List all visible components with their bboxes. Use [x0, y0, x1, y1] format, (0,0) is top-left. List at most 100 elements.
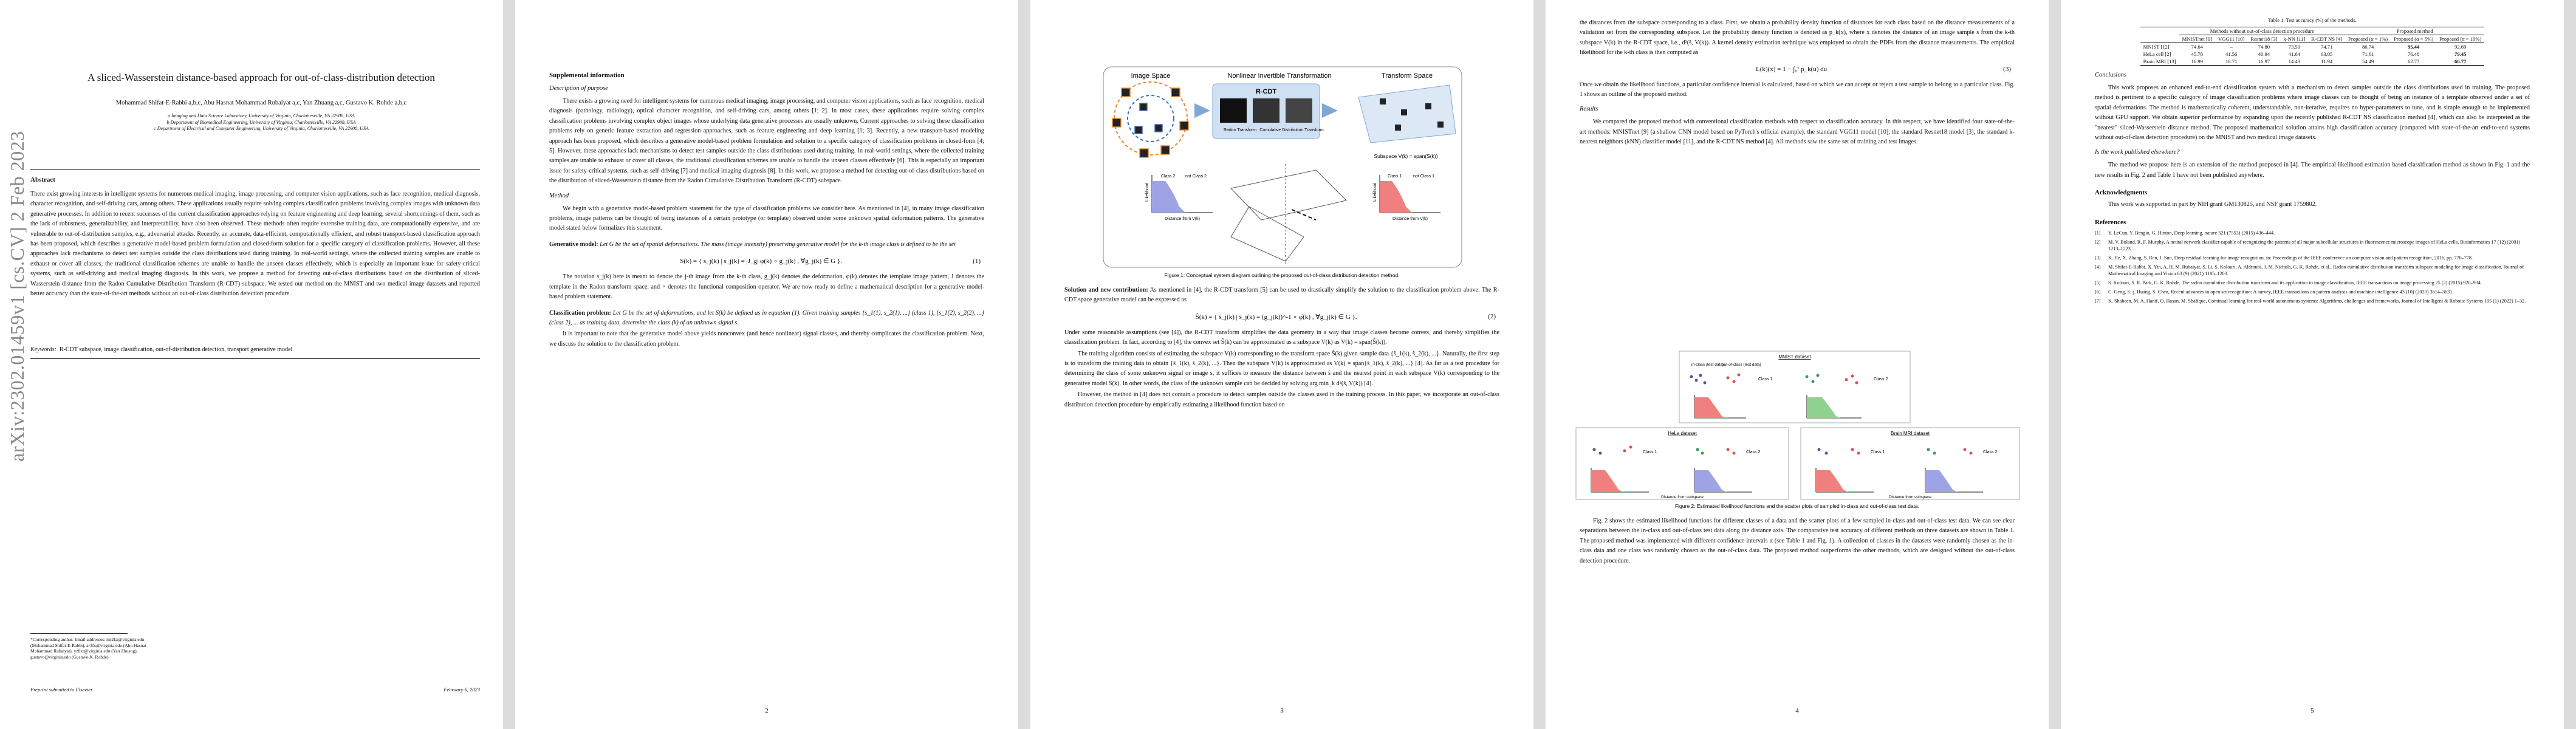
classification-text: Let G be the set of deformations, and le… [549, 309, 985, 326]
sample-image [1380, 98, 1386, 104]
panel-title: Brain MRI dataset [1891, 431, 1930, 436]
likelihood-axis-label: Likelihood [1373, 182, 1377, 202]
keywords-label: Keywords: [30, 346, 57, 353]
solution-paragraph: Solution and new contribution: As mentio… [1064, 286, 1499, 306]
subsection-heading: Conclusions [2095, 72, 2126, 78]
preprint-date: February 6, 2023 [444, 686, 480, 693]
classification-label: Classification problem: [549, 309, 611, 317]
equation-1: S(k) = { s_j(k) | s_j(k) = |J_g| φ(k) ∘ … [549, 257, 984, 265]
reference-text: C. Geng, S.-j. Huang, S. Chen, Recent ad… [2108, 289, 2454, 295]
image-samples [1134, 103, 1163, 134]
table-header: Resnet18 [3] [2250, 36, 2278, 42]
table-cell: 41.56 [2225, 51, 2238, 57]
generative-model-label: Generative model: [549, 241, 598, 248]
page-3: Image Space Nonlinear Invertible Transfo… [1030, 0, 1533, 729]
paragraph: However, the method in [4] does not cont… [1064, 391, 1499, 408]
table-cell: 95.44 [2407, 44, 2420, 50]
reference-number: [5] [2095, 279, 2101, 286]
sample-image [1139, 148, 1149, 158]
out-class-point [1855, 381, 1858, 385]
sample-image [1160, 145, 1170, 155]
transform-space-label: Transform Space [1382, 72, 1433, 80]
class-label: Class 1 [1871, 450, 1885, 454]
subsection-heading: Description of purpose [549, 85, 608, 92]
out-class-legend: out-of-class (test data) [1722, 363, 1761, 367]
page-5: Table 1: Test accuracy (%) of the method… [2061, 0, 2564, 729]
class-label: Class 2 [1983, 450, 1997, 454]
reference-item: [7]K. Shaheen, M. A. Hanif, O. Hasan, M.… [2095, 298, 2530, 304]
sample-image [1121, 87, 1131, 97]
page-4: the distances from the subspace correspo… [1546, 0, 2049, 729]
table-cell: 73.59 [2288, 44, 2301, 50]
page-number: 4 [1795, 707, 1799, 714]
subsection-heading: Results [1580, 106, 1598, 113]
table-header: Proposed (α = 10%) [2439, 36, 2482, 42]
reference-item: [5] S. Kolouri, S. R. Park, G. K. Rohde, … [2095, 279, 2530, 286]
figure-frame [1103, 66, 1462, 268]
figure-1-caption: Figure 1: Conceptual system diagram outl… [1165, 272, 1400, 278]
table-cell: 14.43 [2288, 58, 2301, 64]
out-class-point [1732, 380, 1736, 383]
mnist-scatter [1690, 373, 1741, 385]
table-cell: 18.71 [2225, 58, 2238, 64]
class1-label: Class 1 [1388, 174, 1402, 179]
out-class-point [1969, 451, 1973, 455]
in-class-point [1933, 451, 1936, 455]
equation-2-body: Ŝ(k) = { ŝ_j(k) | ŝ_j(k) = (g_j(k))^-1 ∘… [1195, 313, 1357, 321]
reference-text: S. Kolouri, S. R. Park, G. K. Rohde, The… [2108, 279, 2482, 286]
table-cell: 86.74 [2362, 44, 2374, 50]
table-header: Proposed (α = 1%) [2348, 36, 2388, 42]
out-class-point [1851, 374, 1854, 378]
reference-number: [1] [2095, 230, 2101, 236]
table-cell: Brain MRI [13] [2143, 58, 2176, 64]
table-cell: 41.64 [2288, 51, 2301, 57]
panel-title: HeLa dataset [1668, 431, 1697, 436]
abstract-heading: Abstract [30, 176, 55, 183]
abstract-text: There exist growing interests in intelli… [30, 191, 480, 298]
sample-image [1425, 103, 1431, 109]
in-class-point [1696, 448, 1699, 451]
rcdt-label: R-CDT [1256, 88, 1276, 95]
page-2: Supplemental information Description of … [515, 0, 1018, 729]
reference-text: Y. LeCun, Y. Bengio, G. Hinton, Deep lea… [2108, 230, 2275, 236]
paragraph: This work was supported in part by NIH g… [2108, 201, 2317, 208]
class-label: Class 2 [1746, 450, 1760, 454]
image-samples [1112, 87, 1189, 158]
footnote-rule [30, 633, 128, 634]
table-header [2140, 35, 2179, 43]
likelihood-curve [1380, 181, 1412, 213]
sample-image [1134, 126, 1143, 134]
page-4-lower: Fig. 2 shows the estimated likelihood fu… [1580, 516, 2015, 567]
not-class2-label: not Class 2 [1185, 174, 1207, 179]
distance-line [1291, 209, 1317, 221]
likelihood-curve [1807, 397, 1841, 418]
reference-item: [2]M. V. Boland, R. F. Murphy, A neural … [2095, 239, 2530, 252]
out-class-point [1857, 451, 1860, 455]
reference-number: [6] [2095, 289, 2101, 295]
page-number: 3 [1280, 707, 1284, 714]
table-cell: 74.64 [2191, 44, 2203, 50]
likelihood-curve [1816, 470, 1848, 492]
equation-3: L(k)(x) = 1 − ∫₀ˣ p_k(u) du(3) [1580, 66, 2015, 73]
likelihood-curve [1694, 470, 1727, 492]
out-class-point [1963, 448, 1967, 451]
in-class-legend: in-class (test data) [1691, 363, 1724, 367]
class-label: Class 1 [1643, 450, 1657, 454]
paragraph: There exists a growing need for intellig… [549, 98, 984, 185]
in-class-point [1824, 451, 1828, 455]
subsection-heading: Is the work published elsewhere? [2095, 149, 2180, 156]
in-class-point [1817, 448, 1821, 451]
affiliation-a: a Imaging and Data Science Laboratory, U… [168, 113, 355, 118]
table-cell: – [2230, 44, 2233, 50]
likelihood-curve [1694, 397, 1727, 418]
sample-image [1179, 121, 1189, 131]
table-group-header: Proposed method [2345, 27, 2485, 35]
table-cell: 63.05 [2321, 51, 2333, 57]
reference-item: [3]K. He, X. Zhang, S. Ren, J. Sun, Deep… [2095, 255, 2530, 261]
reference-text: K. He, X. Zhang, S. Ren, J. Sun, Deep re… [2108, 255, 2473, 261]
arxiv-stamp: arXiv:2302.01459v1 [cs.CV] 2 Feb 2023 [6, 131, 28, 462]
table-cell: 40.94 [2258, 51, 2270, 57]
likelihood-curve [1152, 181, 1185, 213]
sample-image [1154, 124, 1163, 132]
